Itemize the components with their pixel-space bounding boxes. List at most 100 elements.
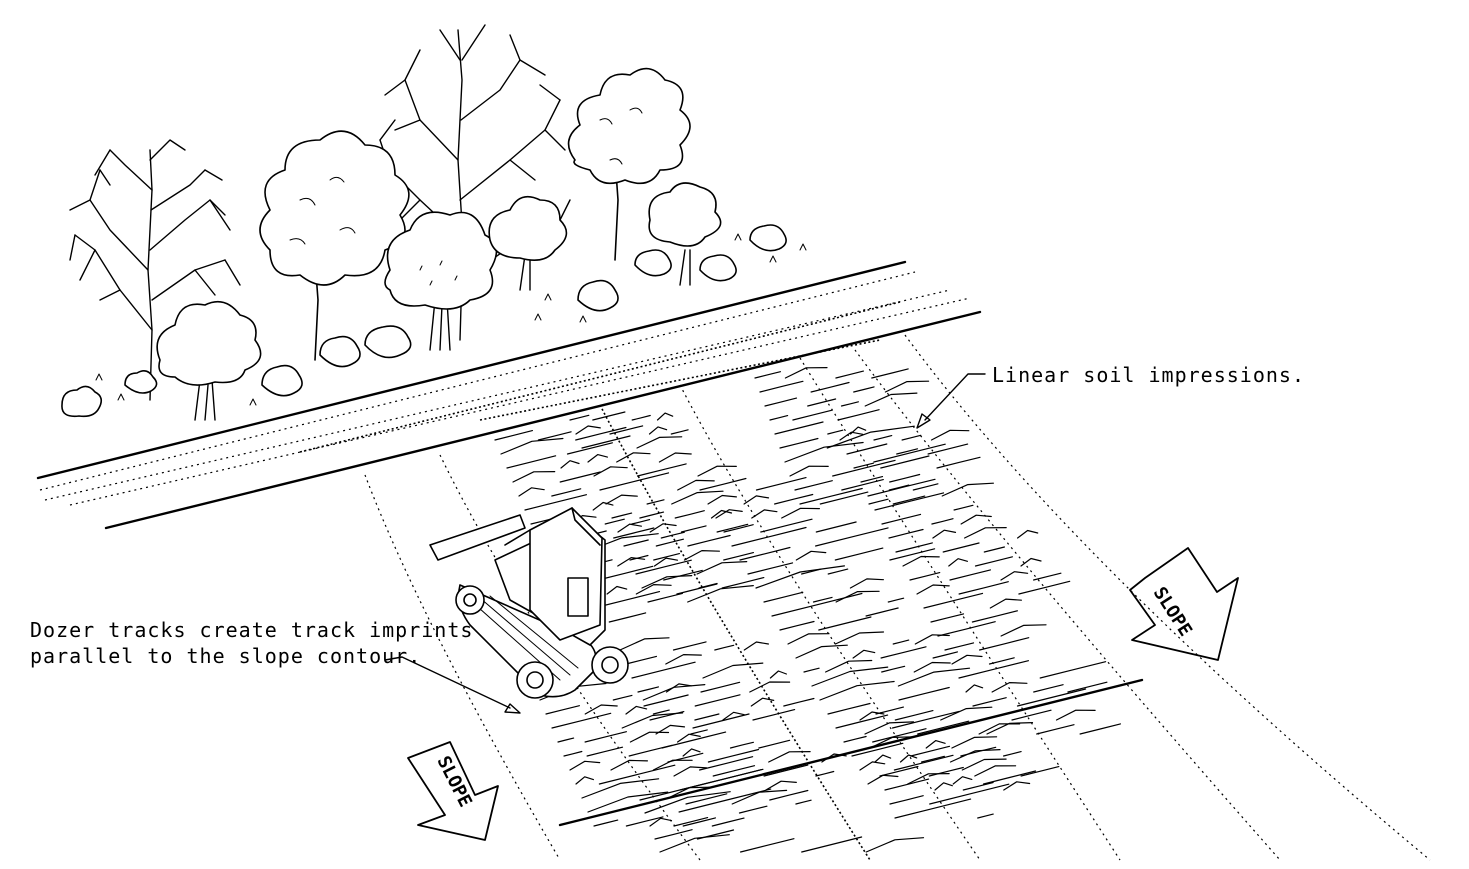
track-imprint-stroke <box>674 767 707 776</box>
track-imprint-stroke <box>1021 767 1059 776</box>
track-imprint-stroke <box>688 586 754 602</box>
track-imprint-stroke <box>659 453 691 462</box>
track-imprint-stroke <box>874 444 945 462</box>
track-imprint-stroke <box>1001 572 1028 580</box>
track-imprint-stroke <box>661 532 684 538</box>
track-imprint-stroke <box>888 598 903 602</box>
track-imprint-stroke <box>576 426 600 434</box>
track-imprint-stroke <box>632 416 650 421</box>
track-imprint-stroke <box>893 496 925 504</box>
track-imprint-stroke <box>893 711 960 728</box>
track-imprint-stroke <box>653 710 669 714</box>
dozer-icon <box>430 508 628 698</box>
track-imprint-stroke <box>938 622 995 636</box>
track-imprint-stroke <box>741 839 794 852</box>
label-dozer-line1: Dozer tracks create track imprints <box>30 618 473 642</box>
track-imprint-stroke <box>607 587 627 595</box>
track-imprint-stroke <box>942 483 993 496</box>
track-imprint-stroke <box>780 622 814 631</box>
track-imprint-stroke <box>660 835 729 852</box>
track-imprint-stroke <box>626 817 663 826</box>
track-imprint-stroke <box>1004 752 1022 756</box>
track-imprint-stroke <box>895 799 971 818</box>
track-imprint-stroke <box>682 526 707 532</box>
track-imprint-stroke <box>560 472 600 482</box>
track-imprint-stroke <box>748 563 793 574</box>
track-imprint-stroke <box>760 381 803 392</box>
track-imprint-stroke <box>755 372 780 378</box>
track-imprint-stroke <box>713 766 754 776</box>
label-linear-soil: Linear soil impressions. <box>992 363 1305 387</box>
track-imprint-stroke <box>854 387 874 392</box>
track-imprint-stroke <box>769 752 810 762</box>
track-imprint-stroke <box>674 818 708 826</box>
track-imprint-stroke <box>844 737 866 743</box>
track-imprint-stroke <box>932 519 953 524</box>
track-imprint-stroke <box>992 683 1027 692</box>
track-imprint-stroke <box>1004 782 1030 790</box>
track-imprint-stroke <box>953 777 972 784</box>
track-imprint-stroke <box>784 699 814 707</box>
track-imprint-stroke <box>850 579 883 588</box>
track-imprint-stroke <box>954 505 973 510</box>
track-imprint-stroke <box>630 732 668 742</box>
track-imprint-stroke <box>890 549 935 560</box>
track-imprint-stroke <box>828 704 870 715</box>
track-imprint-stroke <box>593 412 625 420</box>
track-imprint-stroke <box>638 687 658 692</box>
track-imprint-stroke <box>684 551 719 560</box>
track-imprint-stroke <box>715 645 734 650</box>
track-imprint-stroke <box>552 713 611 728</box>
track-imprint-stroke <box>495 431 532 440</box>
track-imprint-stroke <box>1034 685 1063 692</box>
track-imprint-stroke <box>788 634 829 644</box>
track-imprint-stroke <box>1019 581 1070 594</box>
label-dozer-line2: parallel to the slope contour. <box>30 644 421 668</box>
track-imprint-stroke <box>770 671 786 678</box>
track-imprint-stroke <box>678 480 715 490</box>
track-imprint-stroke <box>632 662 695 678</box>
track-imprint-stroke <box>833 460 895 476</box>
track-imprint-stroke <box>698 466 736 476</box>
track-imprint-stroke <box>926 741 945 748</box>
track-imprint-stroke <box>828 430 843 434</box>
track-imprint-stroke <box>928 444 968 454</box>
track-imprint-stroke <box>1001 625 1046 636</box>
track-imprint-stroke <box>672 491 723 504</box>
track-imprint-stroke <box>752 510 777 518</box>
track-imprint-stroke <box>658 413 673 420</box>
track-imprint-stroke <box>724 553 754 560</box>
slope-arrow-lower: SLOPE <box>408 742 498 840</box>
shrub-mid-icon <box>489 197 566 290</box>
track-imprint-stroke <box>975 766 1016 776</box>
track-imprint-stroke <box>978 814 994 818</box>
track-imprint-stroke <box>1057 710 1096 720</box>
track-imprint-stroke <box>618 558 645 566</box>
track-imprint-stroke <box>546 706 579 714</box>
track-imprint-stroke <box>753 710 795 720</box>
lower-bench-line <box>560 680 1142 825</box>
track-imprint-stroke <box>568 443 613 454</box>
track-imprint-stroke <box>853 650 875 658</box>
track-imprint-stroke <box>1080 724 1120 734</box>
upper-bench <box>38 262 980 528</box>
track-imprint-stroke <box>990 599 1021 608</box>
track-imprint-stroke <box>918 721 969 734</box>
track-imprint-stroke <box>501 439 563 455</box>
track-imprint-stroke <box>724 525 753 532</box>
track-imprint-stroke <box>761 519 812 532</box>
track-imprint-stroke <box>889 530 923 539</box>
track-imprint-stroke <box>606 495 637 504</box>
track-imprint-stroke <box>1037 725 1074 734</box>
track-imprint-stroke <box>865 722 914 734</box>
track-imprint-stroke <box>893 640 909 644</box>
track-imprint-stroke <box>564 752 582 757</box>
track-imprint-stroke <box>890 475 920 483</box>
track-imprint-stroke <box>552 489 581 496</box>
track-imprint-stroke <box>648 593 682 602</box>
track-imprint-stroke <box>570 415 589 420</box>
track-imprint-stroke <box>895 711 933 720</box>
track-imprint-stroke <box>847 444 887 454</box>
track-imprint-stroke <box>731 742 754 748</box>
track-imprint-stroke <box>890 796 923 804</box>
